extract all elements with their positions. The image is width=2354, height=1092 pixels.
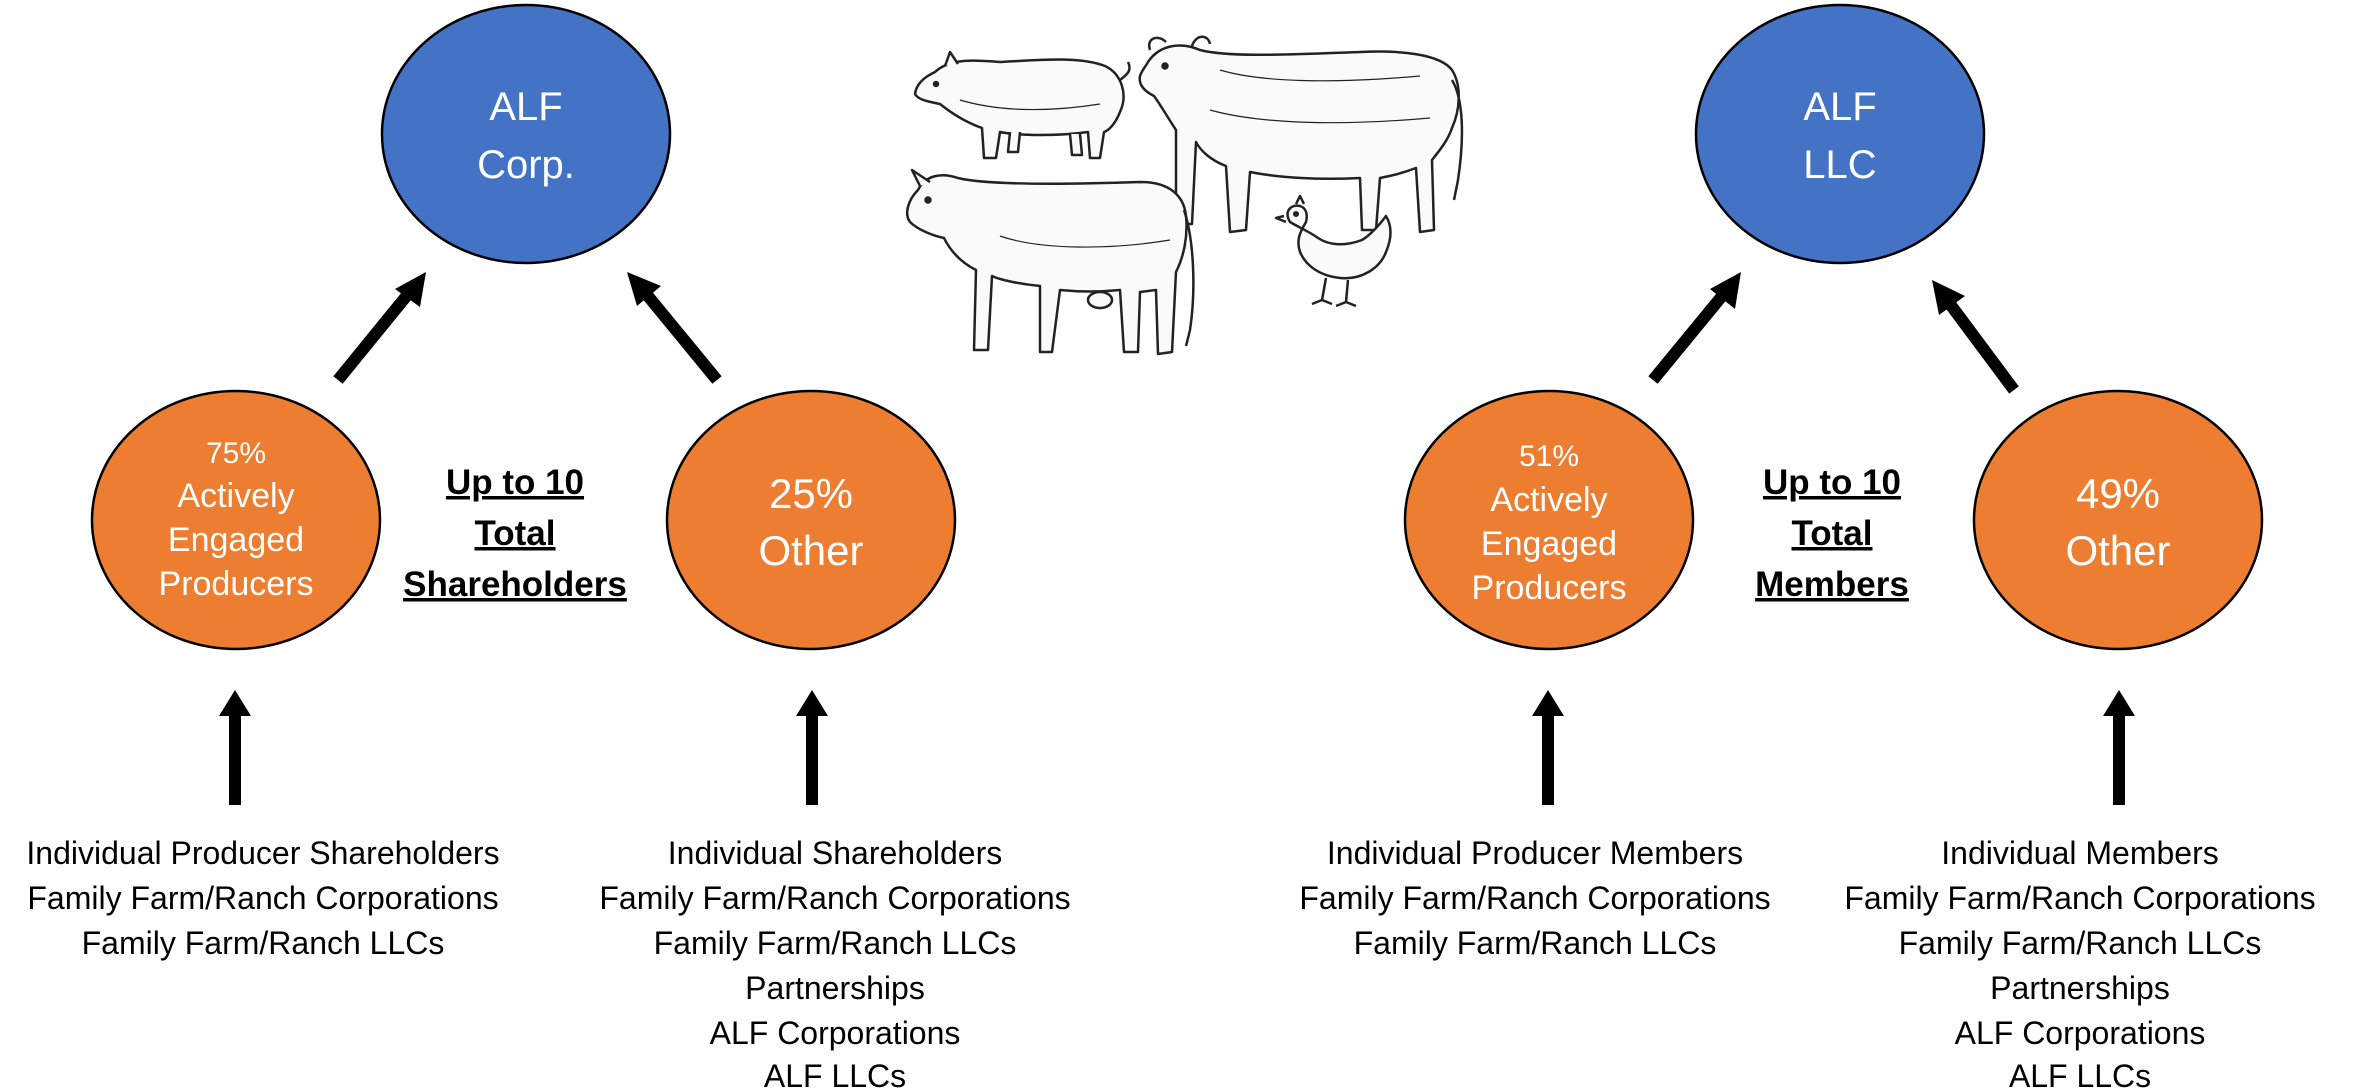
llc-producers-percent: 51% bbox=[1519, 440, 1579, 473]
corp-limit-line1: Up to 10 bbox=[446, 463, 584, 502]
chicken-icon bbox=[1274, 194, 1392, 308]
list-item: Family Farm/Ranch Corporations bbox=[1844, 880, 2315, 916]
arrow-producers-to-llc bbox=[1648, 286, 1732, 384]
alf-corp-ellipse bbox=[380, 3, 672, 265]
arrow-list-to-llc-producers-head bbox=[1532, 690, 1564, 716]
llc-limit-line2: Total bbox=[1791, 514, 1872, 553]
llc-producers-list: Individual Producer Members Family Farm/… bbox=[1299, 835, 1770, 961]
corp-producers-line4: Producers bbox=[159, 565, 314, 603]
llc-limit-line1: Up to 10 bbox=[1763, 463, 1901, 502]
alf-llc-label-line2: LLC bbox=[1803, 143, 1876, 187]
llc-other-ellipse bbox=[1972, 389, 2264, 651]
llc-limit-line3: Members bbox=[1755, 565, 1909, 604]
alf-llc-label-line1: ALF bbox=[1803, 85, 1876, 129]
arrow-producers-to-llc-head bbox=[1710, 272, 1741, 309]
livestock-illustration bbox=[906, 35, 1464, 356]
bull-icon bbox=[1138, 35, 1464, 234]
llc-other-node: 49% Other bbox=[1972, 389, 2264, 651]
llc-other-percent: 49% bbox=[2076, 470, 2160, 517]
list-item: Partnerships bbox=[1990, 970, 2170, 1006]
list-item: ALF Corporations bbox=[1955, 1015, 2206, 1051]
list-item: Family Farm/Ranch LLCs bbox=[1899, 925, 2262, 961]
arrow-list-to-llc-other-head bbox=[2103, 690, 2135, 716]
corp-other-node: 25% Other bbox=[665, 389, 957, 651]
llc-member-limit: Up to 10 Total Members bbox=[1755, 463, 1909, 604]
arrow-list-to-corp-producers-head bbox=[219, 690, 251, 716]
arrow-list-to-corp-other-head bbox=[796, 690, 828, 716]
list-item: Family Farm/Ranch Corporations bbox=[27, 880, 498, 916]
corp-other-label: Other bbox=[758, 527, 863, 574]
alf-corp-node: ALF Corp. bbox=[380, 3, 672, 265]
llc-producers-line2: Actively bbox=[1490, 481, 1607, 519]
alf-corp-label-line2: Corp. bbox=[477, 143, 575, 187]
corp-producers-ellipse bbox=[90, 389, 382, 651]
corp-other-ellipse bbox=[665, 389, 957, 651]
list-item: Individual Producer Members bbox=[1327, 835, 1743, 871]
llc-other-label: Other bbox=[2065, 527, 2170, 574]
llc-producers-ellipse bbox=[1403, 389, 1695, 651]
llc-producers-node: 51% Actively Engaged Producers bbox=[1403, 389, 1695, 651]
list-item: Family Farm/Ranch Corporations bbox=[1299, 880, 1770, 916]
arrow-producers-to-corp bbox=[333, 284, 418, 384]
corp-shareholder-limit: Up to 10 Total Shareholders bbox=[403, 463, 627, 604]
corp-limit-line2: Total bbox=[474, 514, 555, 553]
list-item: ALF Corporations bbox=[710, 1015, 961, 1051]
arrow-producers-to-corp-head bbox=[395, 272, 426, 307]
list-item: Family Farm/Ranch Corporations bbox=[599, 880, 1070, 916]
list-item: Individual Shareholders bbox=[668, 835, 1002, 871]
list-item: ALF LLCs bbox=[764, 1058, 906, 1092]
right-structure: ALF LLC 51% Actively Engaged Producers 4… bbox=[1299, 3, 2316, 1092]
llc-producers-line3: Engaged bbox=[1481, 525, 1617, 563]
arrow-other-to-corp bbox=[638, 286, 722, 384]
alf-llc-ellipse bbox=[1694, 3, 1986, 265]
list-item: Individual Members bbox=[1941, 835, 2218, 871]
corp-limit-line3: Shareholders bbox=[403, 565, 627, 604]
corp-other-list: Individual Shareholders Family Farm/Ranc… bbox=[599, 835, 1070, 1092]
corp-producers-percent: 75% bbox=[206, 437, 266, 470]
llc-producers-line4: Producers bbox=[1472, 569, 1627, 607]
pig-icon bbox=[913, 50, 1131, 160]
list-item: Family Farm/Ranch LLCs bbox=[654, 925, 1017, 961]
llc-other-list: Individual Members Family Farm/Ranch Cor… bbox=[1844, 835, 2315, 1092]
corp-producers-list: Individual Producer Shareholders Family … bbox=[26, 835, 499, 961]
cow-icon bbox=[906, 168, 1195, 356]
list-item: Partnerships bbox=[745, 970, 925, 1006]
alf-corp-label-line1: ALF bbox=[489, 85, 562, 129]
corp-producers-line2: Actively bbox=[177, 477, 294, 515]
corp-other-percent: 25% bbox=[769, 470, 853, 517]
arrow-other-to-llc bbox=[1942, 296, 2019, 394]
list-item: Family Farm/Ranch LLCs bbox=[1354, 925, 1717, 961]
list-item: Individual Producer Shareholders bbox=[26, 835, 499, 871]
list-item: Family Farm/Ranch LLCs bbox=[82, 925, 445, 961]
arrow-other-to-corp-head bbox=[627, 272, 661, 306]
list-item: ALF LLCs bbox=[2009, 1058, 2151, 1092]
left-structure: ALF Corp. 75% Actively Engaged Producers… bbox=[26, 3, 1071, 1092]
alf-llc-node: ALF LLC bbox=[1694, 3, 1986, 265]
corp-producers-node: 75% Actively Engaged Producers bbox=[90, 389, 382, 651]
arrow-other-to-llc-head bbox=[1932, 280, 1965, 315]
corp-producers-line3: Engaged bbox=[168, 521, 304, 559]
